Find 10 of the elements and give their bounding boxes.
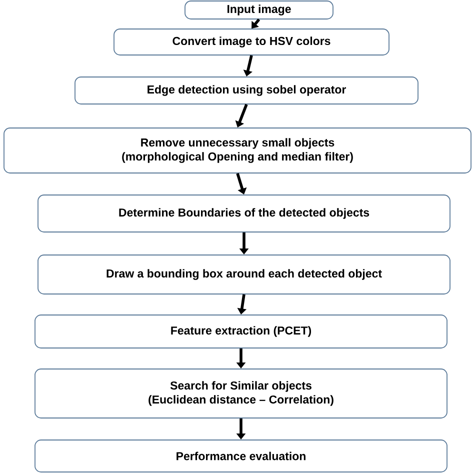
process-box: Performance evaluation: [34, 440, 448, 472]
process-box: Determine Boundaries of the detected objects: [38, 194, 450, 232]
process-box: Convert image to HSV colors: [114, 28, 390, 56]
process-box: Search for Similar objects (Euclidean distance – Correlation): [34, 368, 448, 418]
arrow: [236, 173, 247, 194]
process-box: Feature extraction (PCET): [34, 314, 448, 348]
process-box: Draw a bounding box around each detected object: [38, 254, 450, 294]
process-box: Edge detection using sobel operator: [74, 76, 418, 104]
process-box: Input image: [184, 0, 334, 20]
process-box: Remove unnecessary small objects (morphological Opening and median filter): [4, 128, 472, 174]
